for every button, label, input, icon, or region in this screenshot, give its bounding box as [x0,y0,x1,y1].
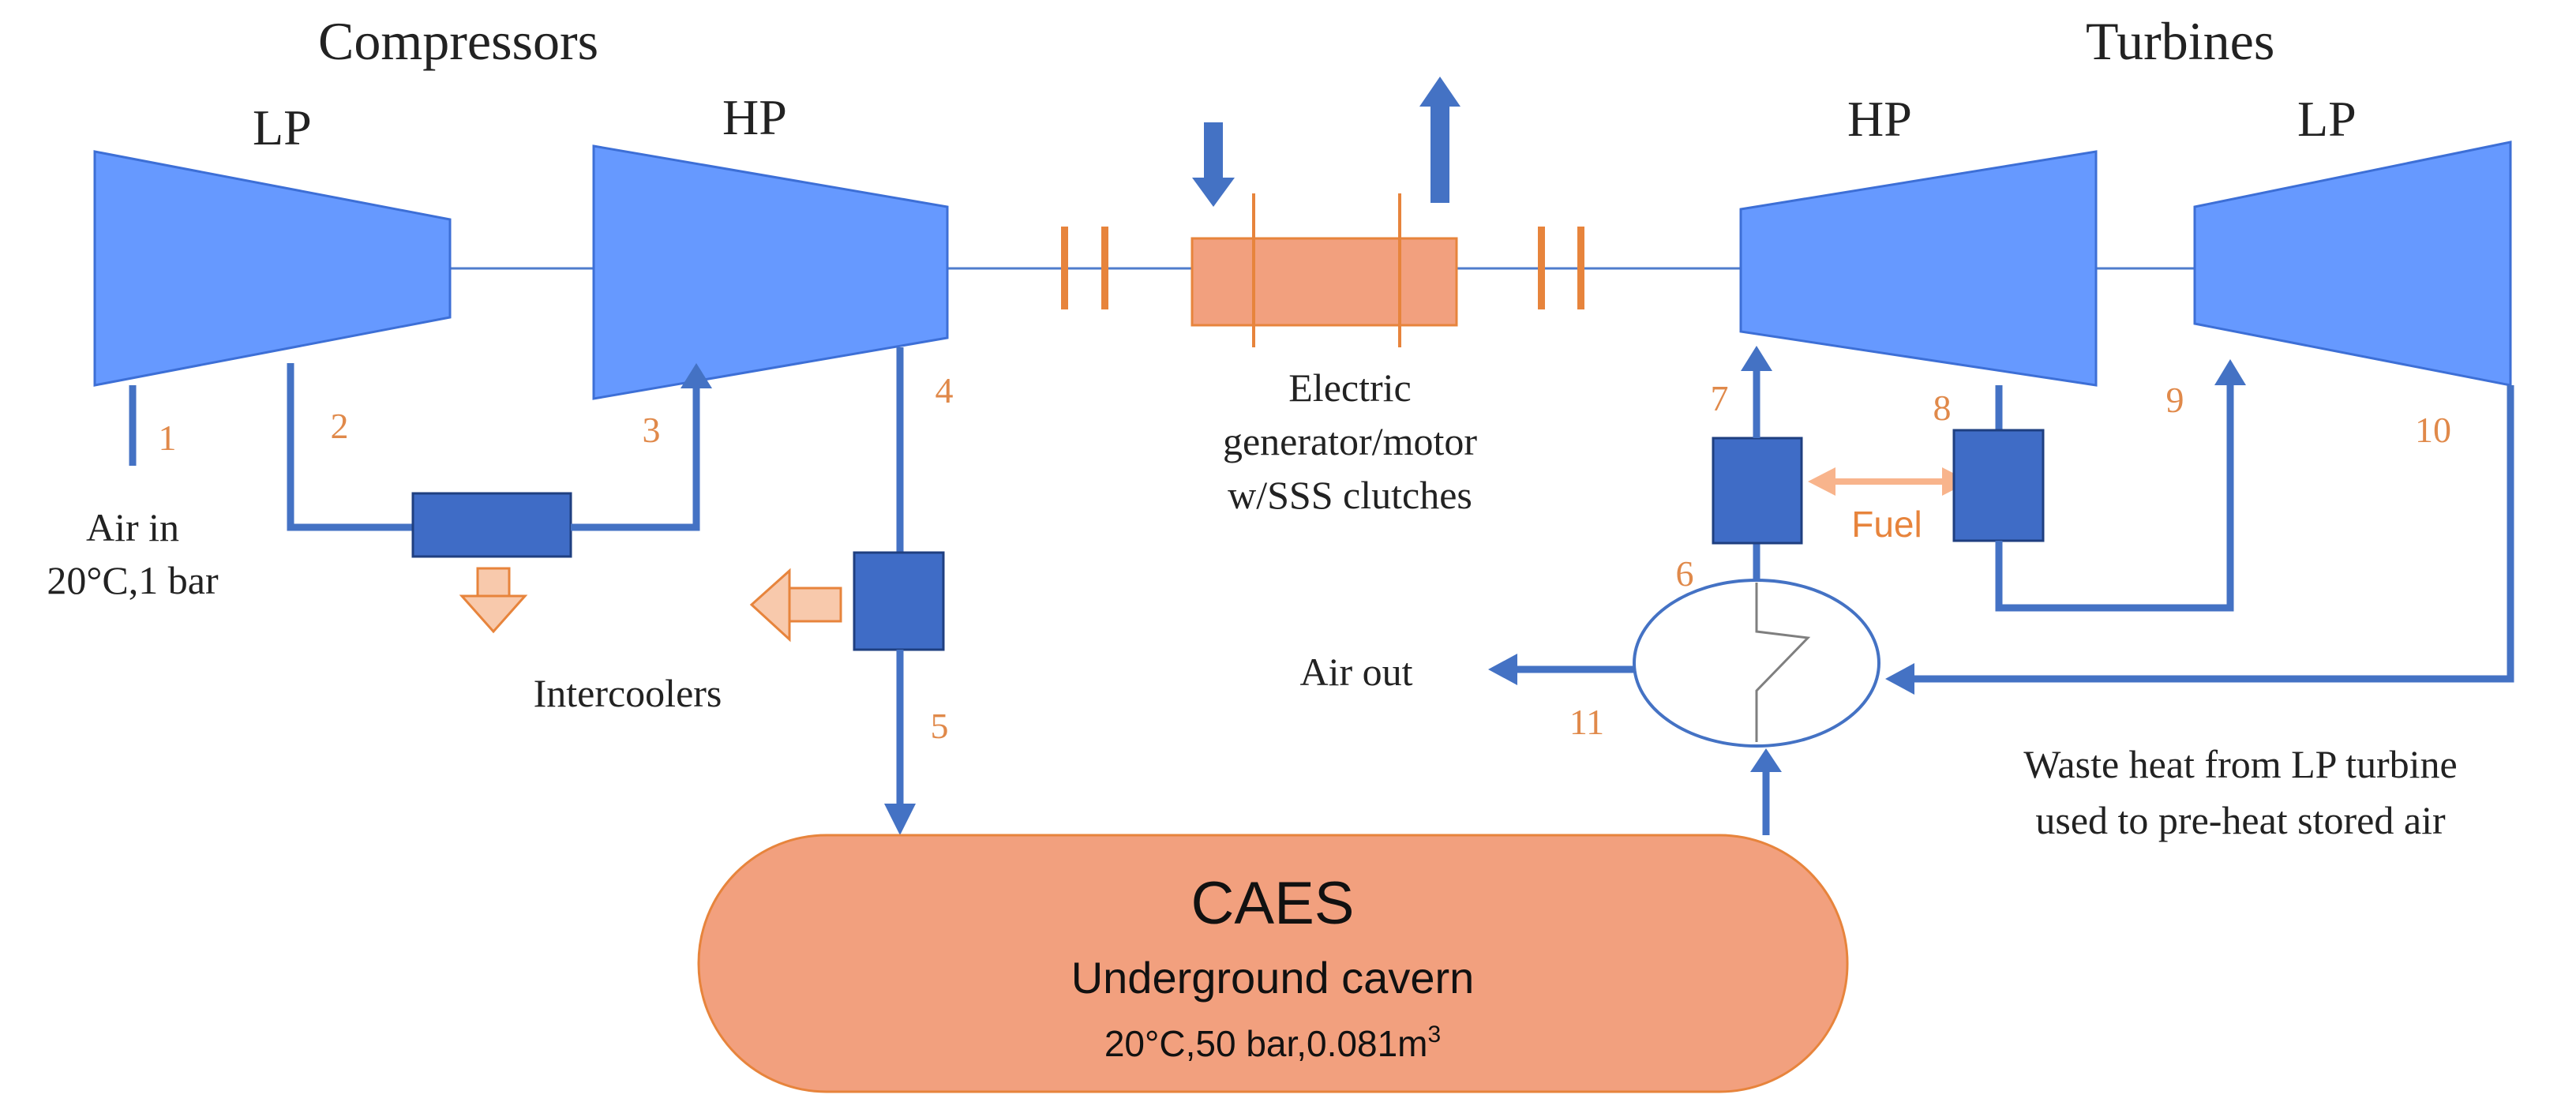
power-in-arrow [1192,122,1235,207]
pipe-3-to-hp-compressor [571,377,700,531]
clutch-left-2 [1101,227,1108,309]
hp-turbine-label: HP [1847,91,1912,147]
hp-compressor-label: HP [722,89,787,145]
lp-turbine-label: LP [2297,91,2357,147]
generator-label-line3: w/SSS clutches [1228,473,1472,517]
generator-label-line2: generator/motor [1223,419,1477,463]
air-out-label: Air out [1299,650,1412,694]
clutch-left-1 [1061,227,1068,309]
intercooler-2 [853,551,945,651]
hp-compressor [592,144,949,400]
waste-heat-label-line1: Waste heat from LP turbine [2023,742,2458,786]
fuel-label: Fuel [1851,504,1922,545]
compressors-heading: Compressors [318,11,598,71]
pipe-9-to-lp-turbine [1995,377,2234,612]
pipe-9-arrowhead [2214,359,2246,385]
state-point-3: 3 [643,410,661,450]
generator-label-line1: Electric [1288,365,1411,410]
state-point-7: 7 [1711,378,1729,418]
state-point-8: 8 [1933,388,1952,428]
clutch-right-1 [1538,227,1545,309]
pipe-3-arrowhead [681,363,712,388]
pipe-11-arrowhead [1488,654,1517,685]
cavern-conditions-sup: 3 [1427,1021,1441,1048]
state-point-11: 11 [1569,702,1604,742]
cavern-subtitle: Underground cavern [1071,953,1475,1003]
recuperator-zigzag [1755,583,1811,742]
state-point-9: 9 [2166,380,2184,420]
state-point-1: 1 [159,418,177,458]
pipe-2-to-intercooler [287,363,414,531]
intercooler-1-heat-arrow [459,567,528,634]
fuel-double-arrow [1808,467,1970,496]
pipe-10-arrowhead [1885,663,1914,695]
electric-generator [1191,237,1458,327]
intercooler-2-heat-arrow [749,568,842,643]
intercoolers-label: Intercoolers [534,671,722,715]
air-in-label-line2: 20°C,1 bar [47,558,219,602]
state-point-5: 5 [931,706,949,746]
state-point-2: 2 [331,406,349,446]
combustor-2 [1952,429,2045,542]
state-point-4: 4 [936,370,954,410]
pipe-10-to-recuperator [1910,385,2514,683]
pipe-5-arrowhead [884,804,916,835]
lp-compressor-label: LP [253,99,312,156]
pipe-7-arrowhead [1741,346,1772,371]
cavern-conditions-text: 20°C,50 bar,0.081m [1104,1023,1428,1064]
intercooler-1 [411,492,572,558]
waste-heat-label-line2: used to pre-heat stored air [2035,798,2446,842]
state-point-6: 6 [1676,553,1694,594]
cavern-conditions: 20°C,50 bar,0.081m3 [1104,1021,1441,1064]
caes-cavern [697,834,1849,1093]
lp-turbine [2193,141,2512,387]
hp-turbine [1739,150,2098,387]
cavern-title: CAES [1191,870,1355,937]
state-point-10: 10 [2415,410,2451,450]
pipe-cavern-arrowhead [1750,748,1782,772]
lp-compressor [93,150,452,387]
air-in-label-line1: Air in [86,505,179,549]
turbines-heading: Turbines [2086,11,2274,71]
power-out-arrow [1419,77,1460,203]
clutch-right-2 [1577,227,1584,309]
combustor-1 [1712,437,1803,545]
